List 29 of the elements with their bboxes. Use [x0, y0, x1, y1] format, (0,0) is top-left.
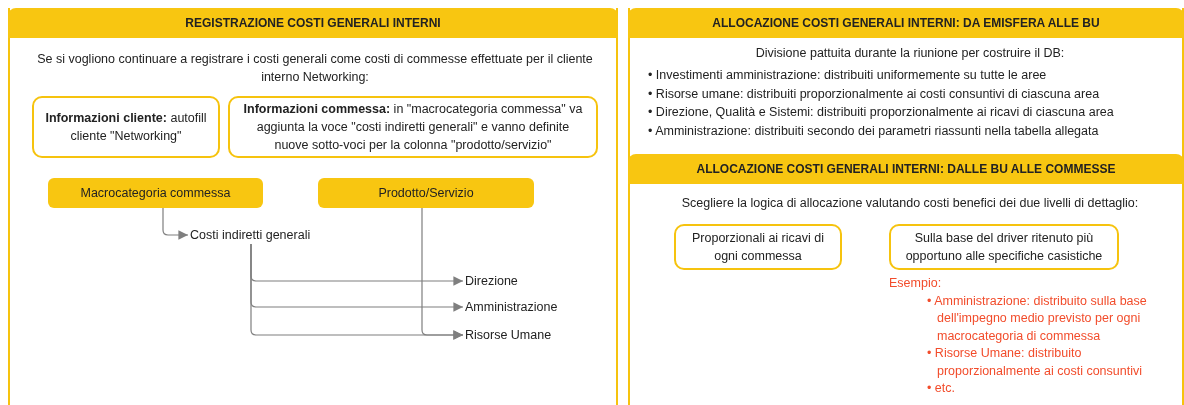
item-label: Direzione — [465, 272, 565, 290]
item-label: Risorse Umane — [465, 326, 565, 344]
bullet-item: • Risorse umane: distribuiti proporzionalmente ai costi consuntivi di ciascuna area — [648, 85, 1101, 103]
section-panel — [628, 154, 1184, 405]
option-box: Proporzionali ai ricavi di ogni commessa — [674, 224, 842, 270]
item-label: Amministrazione — [465, 298, 575, 316]
info-box: Informazioni commessa: in "macrocategoria commessa" va aggiunta la voce "costi indiretti generali" e vanno definite nuove sotto-voci per la colonna "prodotto/servizio" — [228, 96, 598, 158]
bullet-item: • Amministrazione: distribuiti secondo dei parametri riassunti nella tabella allegata — [648, 122, 1100, 140]
option-box: Sulla base del driver ritenuto più opportuno alle specifiche casistiche — [889, 224, 1119, 270]
item-label: Costi indiretti generali — [190, 226, 320, 244]
intro-text: Scegliere la logica di allocazione valutando costi benefici dei due livelli di dettaglio: — [680, 195, 1140, 212]
arrow — [421, 207, 464, 340]
section-panel — [628, 8, 1184, 154]
info-box: Informazioni cliente: autofill cliente "Networking" — [32, 96, 220, 158]
example-item: • etc. — [927, 380, 956, 397]
example-heading: Esempio: — [889, 275, 943, 292]
category-box: Prodotto/Servizio — [318, 178, 534, 208]
bullet-item: • Direzione, Qualità e Sistemi: distribuiti proporzionalmente ai ricavi di ciascuna area — [648, 104, 1115, 121]
intro-text: Se si vogliono continuare a registrare i costi generali come costi di commesse effettuate per il cliente interno Networking: — [36, 51, 594, 86]
arrow — [162, 207, 189, 240]
intro-text: Divisione pattuita durante la riunione per costruire il DB: — [754, 45, 1066, 62]
section-title: ALLOCAZIONE COSTI GENERALI INTERNI: DALLE BU ALLE COMMESSE — [696, 162, 1116, 176]
section-title: REGISTRAZIONE COSTI GENERALI INTERNI — [185, 16, 441, 30]
bullet-item: • Investimenti amministrazione: distribuiti uniformemente su tutte le aree — [648, 67, 1048, 84]
example-item: • Risorse Umane: distribuito proporzionalmente ai costi consuntivi — [927, 345, 1143, 380]
section-panel — [8, 8, 618, 405]
section-title: ALLOCAZIONE COSTI GENERALI INTERNI: DA EMISFERA ALLE BU — [712, 16, 1100, 30]
example-item: • Amministrazione: distribuito sulla base dell'impegno medio previsto per ogni macrocategoria di commessa — [927, 292, 1148, 345]
category-box: Macrocategoria commessa — [48, 178, 263, 208]
